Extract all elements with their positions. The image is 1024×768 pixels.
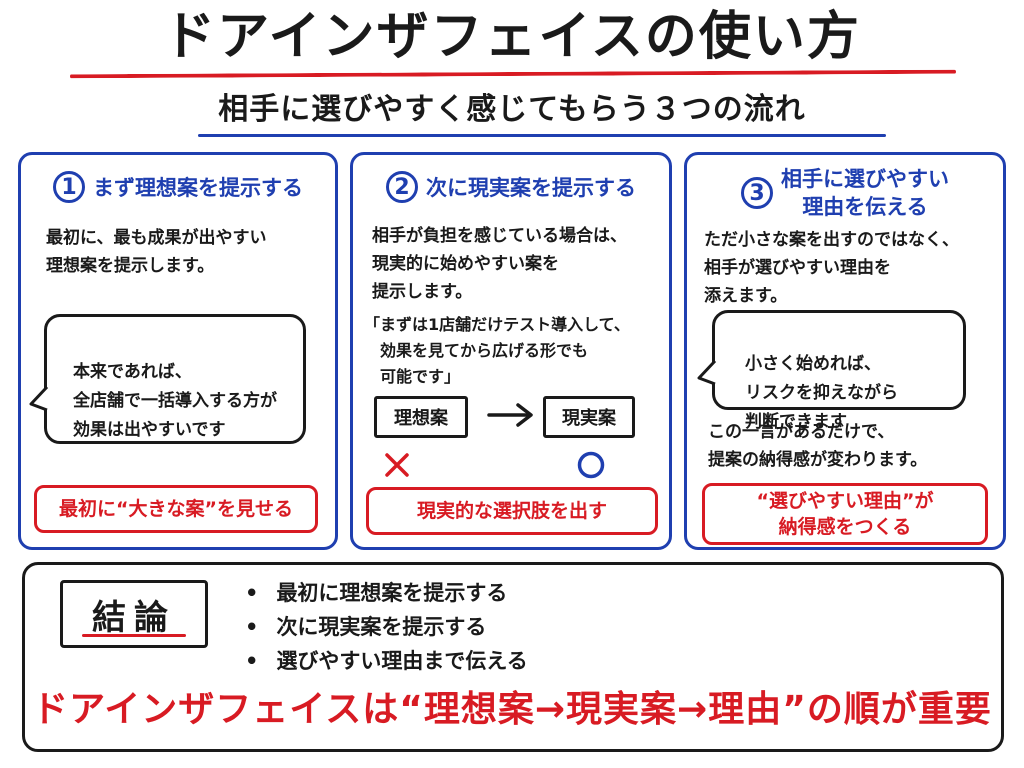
list-item: 最初に理想案を提示する <box>245 576 528 610</box>
step-body-3: ただ小さな案を出すのではなく、 相手が選びやすい理由を 添えます。 <box>704 230 959 306</box>
step-body-1: 最初に、最も成果が出やすい 理想案を提示します。 <box>46 228 267 276</box>
step-heading-label: まず理想案を提示する <box>93 176 303 200</box>
conclusion-label-underline <box>82 634 186 637</box>
speech-bubble-text: 小さく始めれば、 リスクを抑えながら 判断できます <box>745 354 898 432</box>
step-heading-label: 次に現実案を提示する <box>426 176 636 200</box>
speech-bubble-1: 本来であれば、 全店舗で一括導入する方が 効果は出やすいです <box>44 314 306 444</box>
speech-bubble-text: 本来であれば、 全店舗で一括導入する方が 効果は出やすいです <box>73 362 277 440</box>
step-quote-2: 「まずは1店舗だけテスト導入して、 効果を見てから広げる形でも 可能です」 <box>364 315 630 386</box>
step-heading-label: 相手に選びやすい 理由を伝える <box>781 167 949 219</box>
step-takeaway-2: 現実的な選択肢を出す <box>366 487 658 535</box>
step-heading-3: 3 相手に選びやすい 理由を伝える <box>684 164 1006 222</box>
page-subtitle: 相手に選びやすく感じてもらう３つの流れ <box>218 92 806 127</box>
step-takeaway-3: “選びやすい理由”が 納得感をつくる <box>702 483 988 545</box>
arrow-right-icon <box>487 403 533 427</box>
page-title: ドアインザフェイスの使い方 <box>163 7 861 67</box>
subtitle-underline <box>198 134 886 137</box>
conclusion-final-statement: ドアインザフェイスは“理想案→現実案→理由”の順が重要 <box>32 689 992 730</box>
speech-bubble-3: 小さく始めれば、 リスクを抑えながら 判断できます <box>712 310 966 432</box>
ideal-plan-box: 理想案 <box>374 396 468 438</box>
step-number-icon: 1 <box>53 171 85 203</box>
list-item: 次に現実案を提示する <box>245 610 528 644</box>
step-panel-2 <box>350 152 672 550</box>
step-heading-1: 1 まず理想案を提示する <box>18 168 338 206</box>
speech-bubble-tail-icon <box>29 386 49 412</box>
step-takeaway-1: 最初に“大きな案”を見せる <box>34 485 318 533</box>
speech-bubble-tail-icon <box>697 360 717 386</box>
conclusion-panel <box>22 562 1004 752</box>
step-note-3: この一言があるだけで、 提案の納得感が変わります。 <box>708 422 928 470</box>
step-number-icon: 3 <box>741 177 773 209</box>
conclusion-bullet-list: 最初に理想案を提示する 次に現実案を提示する 選びやすい理由まで伝える <box>245 576 528 678</box>
step-body-2: 相手が負担を感じている場合は、 現実的に始めやすい案を 提示します。 <box>372 226 627 302</box>
step-number-icon: 2 <box>386 171 418 203</box>
cross-icon <box>385 453 409 477</box>
circle-icon <box>577 451 605 479</box>
list-item: 選びやすい理由まで伝える <box>245 644 527 678</box>
step-heading-2: 2 次に現実案を提示する <box>350 168 672 206</box>
real-plan-box: 現実案 <box>543 396 635 438</box>
conclusion-label: 結論 <box>60 580 208 648</box>
